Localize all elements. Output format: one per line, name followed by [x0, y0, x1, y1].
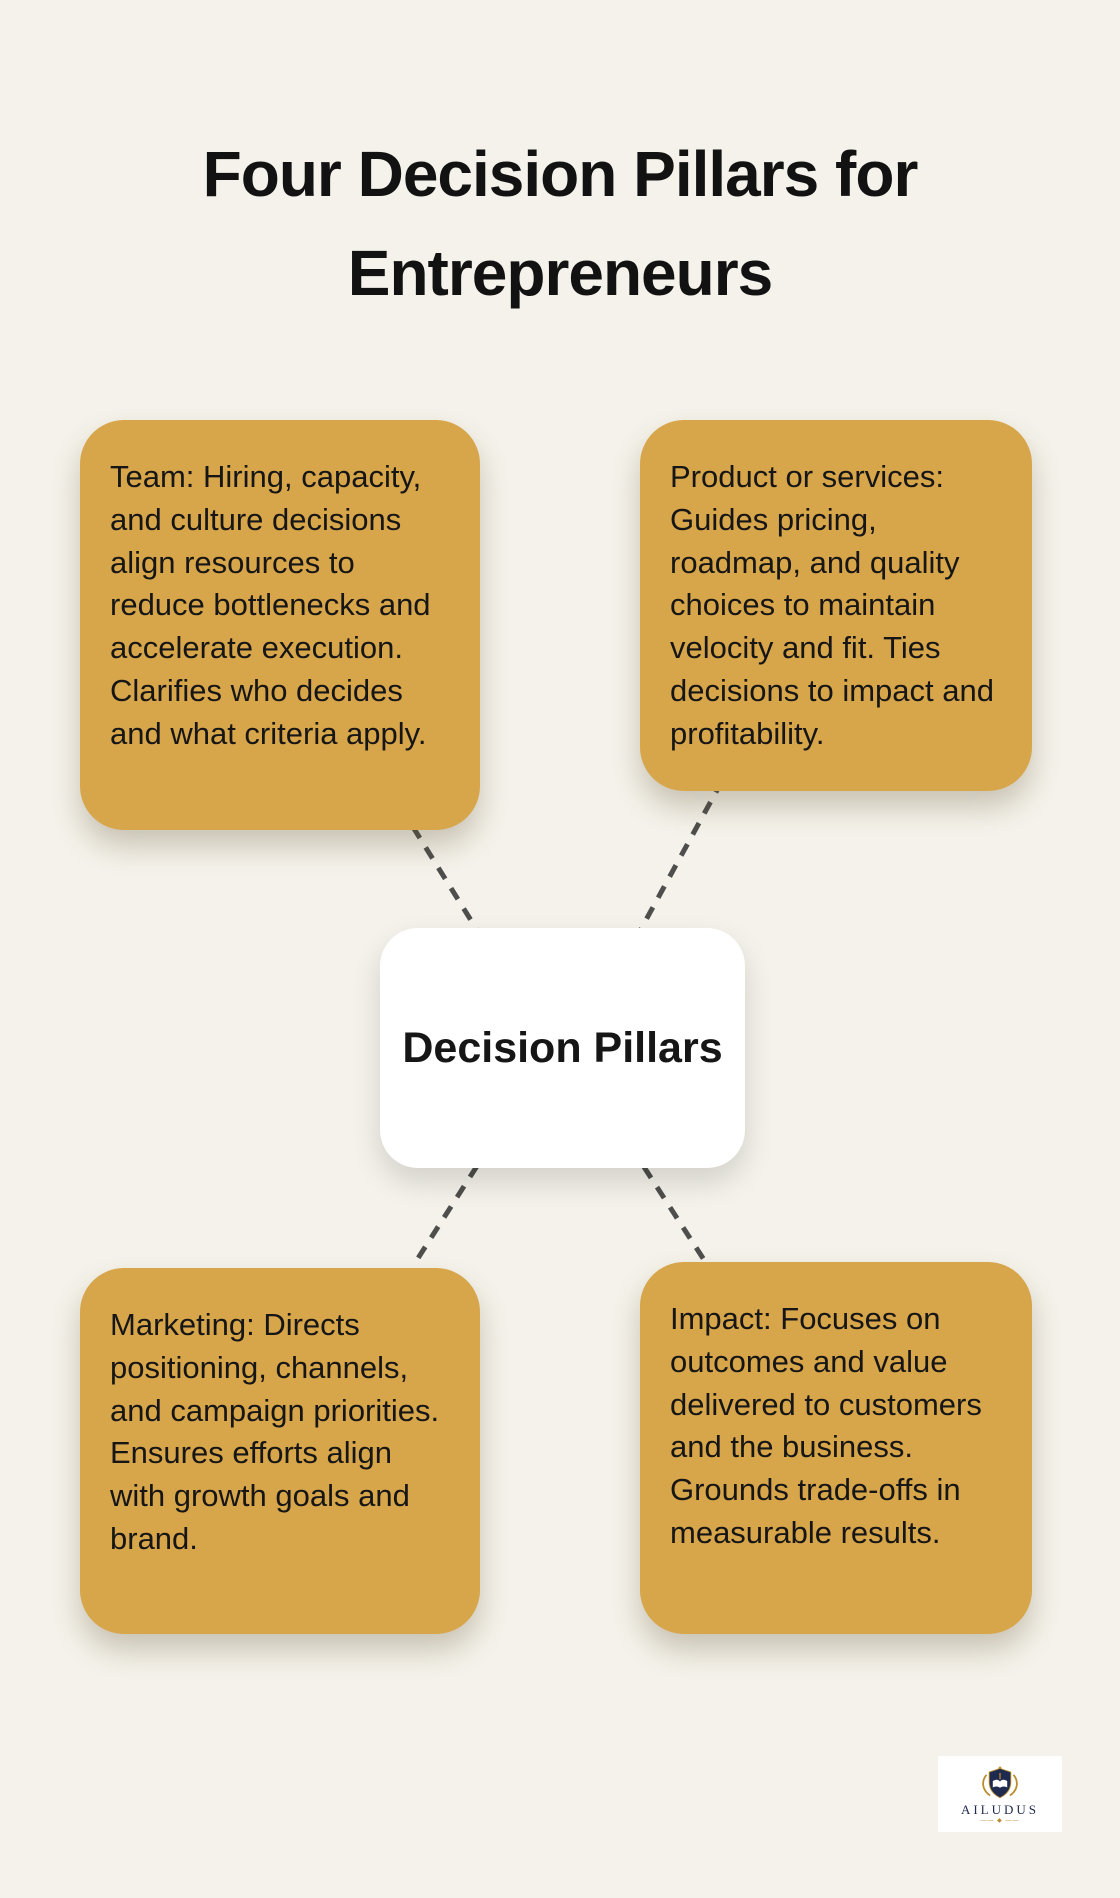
- connector-line-team: [410, 825, 480, 932]
- connector-line-product: [638, 779, 725, 931]
- pillar-card-marketing: Marketing: Directs positioning, channels…: [80, 1268, 480, 1634]
- pillar-text-impact: Impact: Focuses on outcomes and value de…: [670, 1301, 982, 1550]
- brand-logo: AILUDUS —— ◆ ——: [938, 1756, 1062, 1832]
- pillar-text-marketing: Marketing: Directs positioning, channels…: [110, 1307, 440, 1556]
- crest-icon: [982, 1766, 1018, 1799]
- pillar-card-product: Product or services: Guides pricing, roa…: [640, 420, 1032, 792]
- pillar-card-impact: Impact: Focuses on outcomes and value de…: [640, 1262, 1032, 1634]
- pillar-text-team: Team: Hiring, capacity, and culture deci…: [110, 459, 431, 751]
- pillar-text-product: Product or services: Guides pricing, roa…: [670, 459, 994, 751]
- connector-line-marketing: [410, 1164, 480, 1268]
- logo-divider: —— ◆ ——: [980, 1818, 1020, 1824]
- page-title: Four Decision Pillars for Entrepreneurs: [202, 137, 919, 310]
- center-node-label: Decision Pillars: [402, 1023, 723, 1072]
- connector-line-impact: [641, 1165, 711, 1268]
- pillar-card-team: Team: Hiring, capacity, and culture deci…: [80, 420, 480, 830]
- brand-logo-name: AILUDUS: [960, 1802, 1040, 1817]
- center-node: Decision Pillars: [380, 928, 745, 1168]
